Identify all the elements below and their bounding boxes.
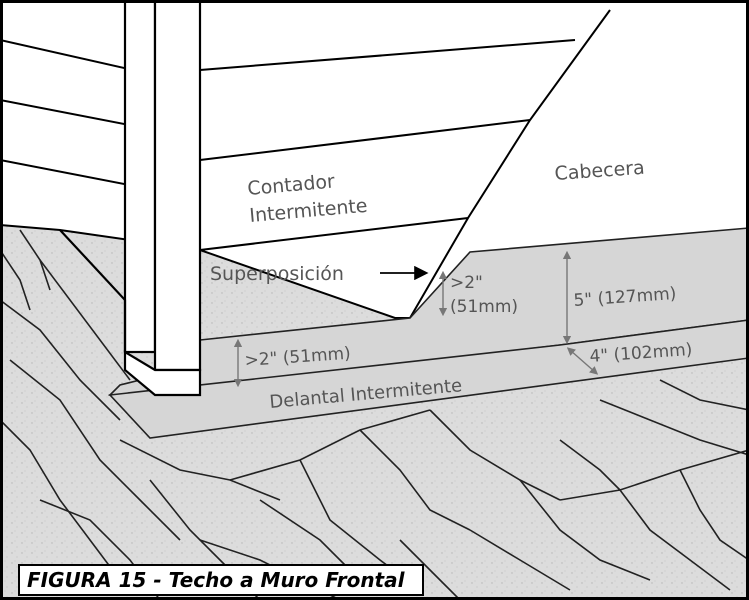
label-superposicion: Superposición — [210, 263, 344, 285]
label-dim-gt2-top-line1: >2" — [450, 273, 483, 293]
corner-board — [59, 0, 202, 397]
dimension-lines — [233, 250, 599, 388]
label-dim-gt2-top-line2: (51mm) — [450, 297, 518, 317]
caption-box: FIGURA 15 - Techo a Muro Frontal — [18, 564, 424, 596]
counter-flashing-edge — [409, 9, 611, 319]
figure-caption: FIGURA 15 - Techo a Muro Frontal — [27, 568, 405, 592]
